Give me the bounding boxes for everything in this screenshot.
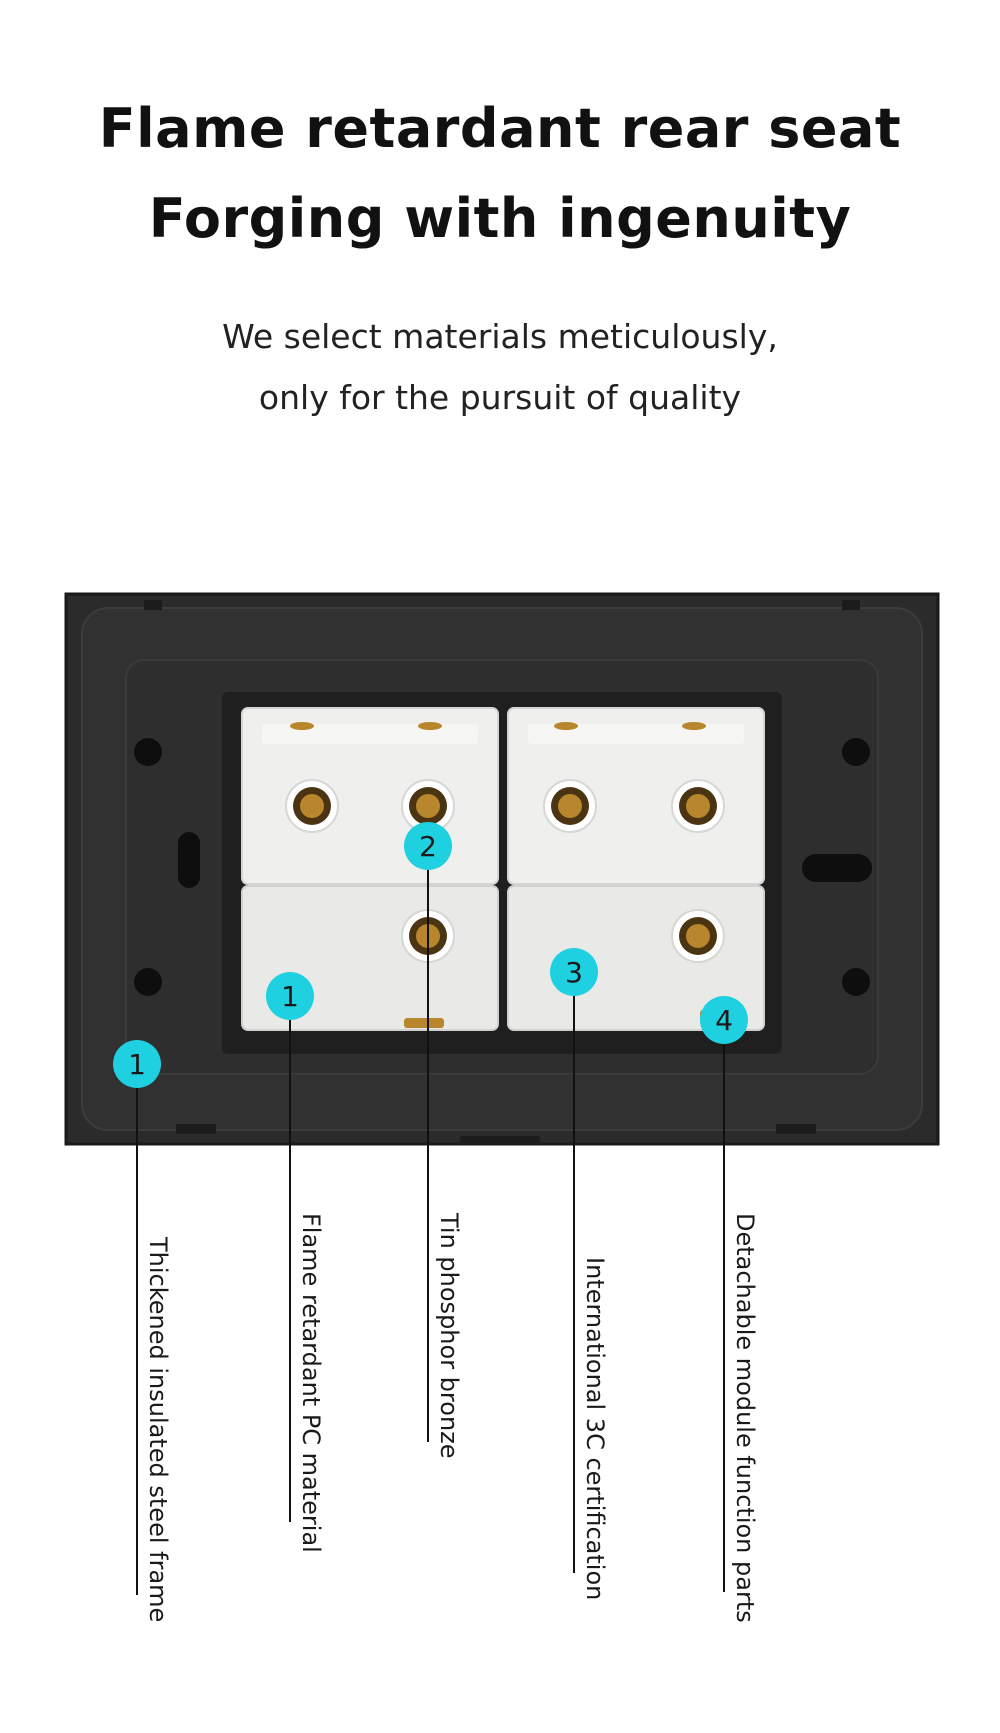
- mount-hole-bottom-right: [842, 968, 870, 996]
- marker-5-number: 4: [715, 1004, 733, 1037]
- page-title-line-2: Forging with ingenuity: [148, 187, 852, 250]
- page-title-line-1: Flame retardant rear seat: [98, 97, 902, 160]
- callout-label-pc-material: Flame retardant PC material: [297, 1213, 325, 1553]
- callout-label-3c-certification: International 3C certification: [581, 1257, 609, 1601]
- mount-hole-bottom-left: [134, 968, 162, 996]
- callout-label-detachable-module: Detachable module function parts: [731, 1213, 759, 1623]
- subtitle-line-2: only for the pursuit of quality: [258, 378, 742, 417]
- marker-2-number: 1: [281, 980, 299, 1013]
- mount-hole-top-left: [134, 738, 162, 766]
- terminal-holes: [285, 779, 725, 963]
- leader-lines: [136, 868, 725, 1595]
- marker-1-number: 1: [128, 1048, 146, 1081]
- module-right: [507, 707, 765, 1031]
- slot-left: [178, 832, 200, 888]
- frame-tabs: [144, 600, 860, 1144]
- marker-4: 3: [550, 948, 598, 996]
- marker-4-number: 3: [565, 956, 583, 989]
- callout-label-phosphor-bronze: Tin phosphor bronze: [435, 1213, 463, 1459]
- marker-1: 1: [113, 1040, 161, 1088]
- marker-3-number: 2: [419, 830, 437, 863]
- slot-right: [802, 854, 872, 882]
- marker-3: 2: [404, 822, 452, 870]
- callout-label-steel-frame: Thickened insulated steel frame: [144, 1237, 172, 1623]
- subtitle-line-1: We select materials meticulously,: [222, 317, 778, 356]
- marker-5: 4: [700, 996, 748, 1044]
- marker-2: 1: [266, 972, 314, 1020]
- mount-hole-top-right: [842, 738, 870, 766]
